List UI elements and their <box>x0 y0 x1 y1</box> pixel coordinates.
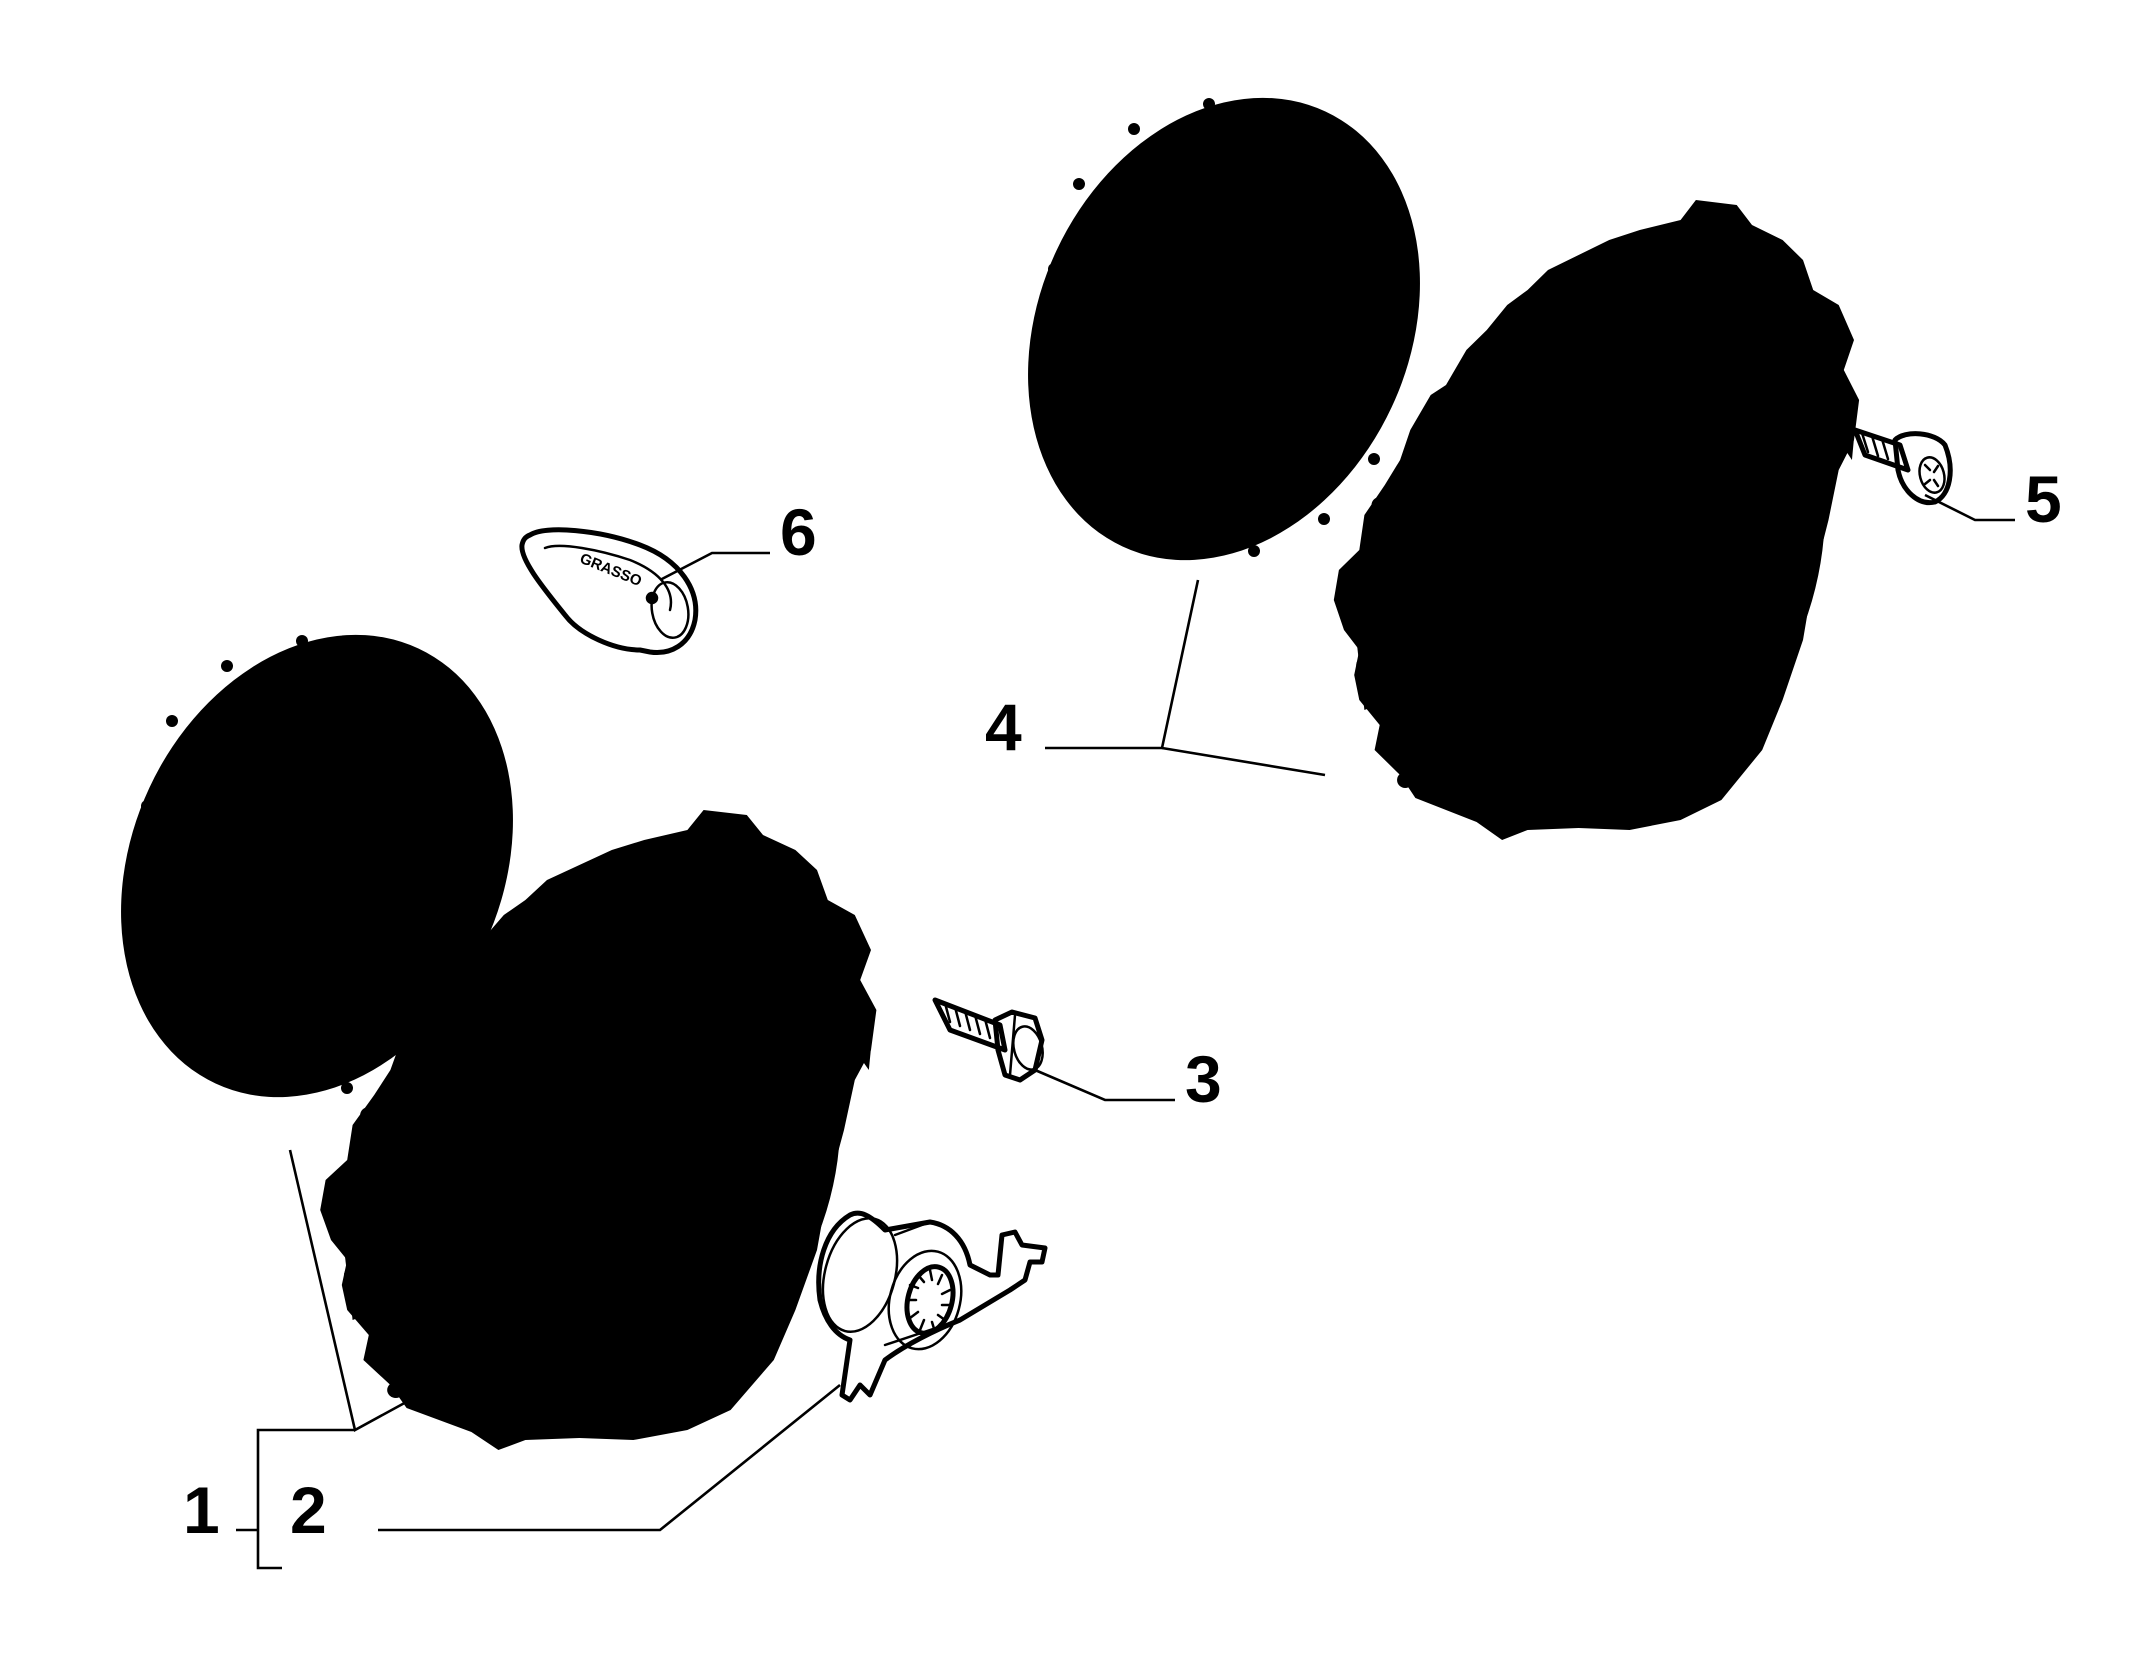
grease-sachet-part-6: GRASSO <box>519 527 699 656</box>
callout-4: 4 <box>985 690 1022 764</box>
leader-4b <box>1161 746 1326 777</box>
bolt-part-3 <box>932 997 1045 1083</box>
release-bearing-part-2 <box>816 1210 1048 1403</box>
callout-2: 2 <box>290 1473 327 1547</box>
leader-5 <box>1924 493 2015 522</box>
callout-6: 6 <box>780 495 817 569</box>
leader-1-bracket <box>256 1428 355 1570</box>
bolt-part-5 <box>1852 427 1953 506</box>
leader-lines <box>236 493 2015 1570</box>
grease-label: GRASSO <box>577 550 644 590</box>
leader-4a <box>1045 579 1200 750</box>
leader-2 <box>378 1383 841 1532</box>
leader-6 <box>659 551 770 582</box>
callout-1: 1 <box>183 1473 220 1547</box>
callout-3: 3 <box>1185 1042 1222 1116</box>
callout-5: 5 <box>2025 462 2062 536</box>
leader-3 <box>1034 1068 1175 1102</box>
